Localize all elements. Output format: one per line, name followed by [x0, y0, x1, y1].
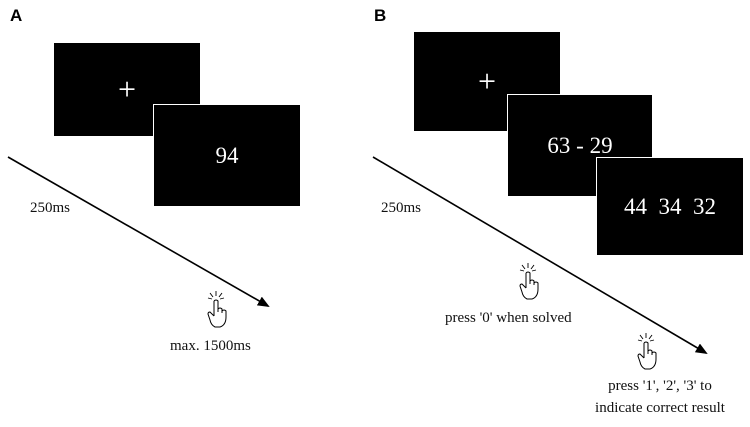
response-result-line2: indicate correct result [595, 400, 725, 416]
stimulus-screen-a: 94 [153, 104, 301, 207]
timeline-arrow-a [7, 156, 270, 307]
options-screen-b: 44 34 32 [596, 157, 744, 256]
response-label-a: max. 1500ms [170, 338, 251, 354]
answer-options: 44 34 32 [624, 193, 716, 219]
panel-b-label: B [374, 6, 387, 25]
response-solved-label: press '0' when solved [445, 310, 572, 326]
timing-label-b: 250ms [381, 200, 422, 216]
fixation-cross: + [117, 71, 137, 107]
stimulus-number: 94 [215, 142, 239, 168]
timeline-arrow-b [372, 156, 708, 355]
panel-a-label: A [10, 6, 23, 25]
timing-label-a: 250ms [30, 200, 71, 216]
fixation-cross: + [477, 63, 497, 99]
response-result-line1: press '1', '2', '3' to [608, 378, 712, 394]
subtraction-problem: 63 - 29 [547, 132, 613, 158]
